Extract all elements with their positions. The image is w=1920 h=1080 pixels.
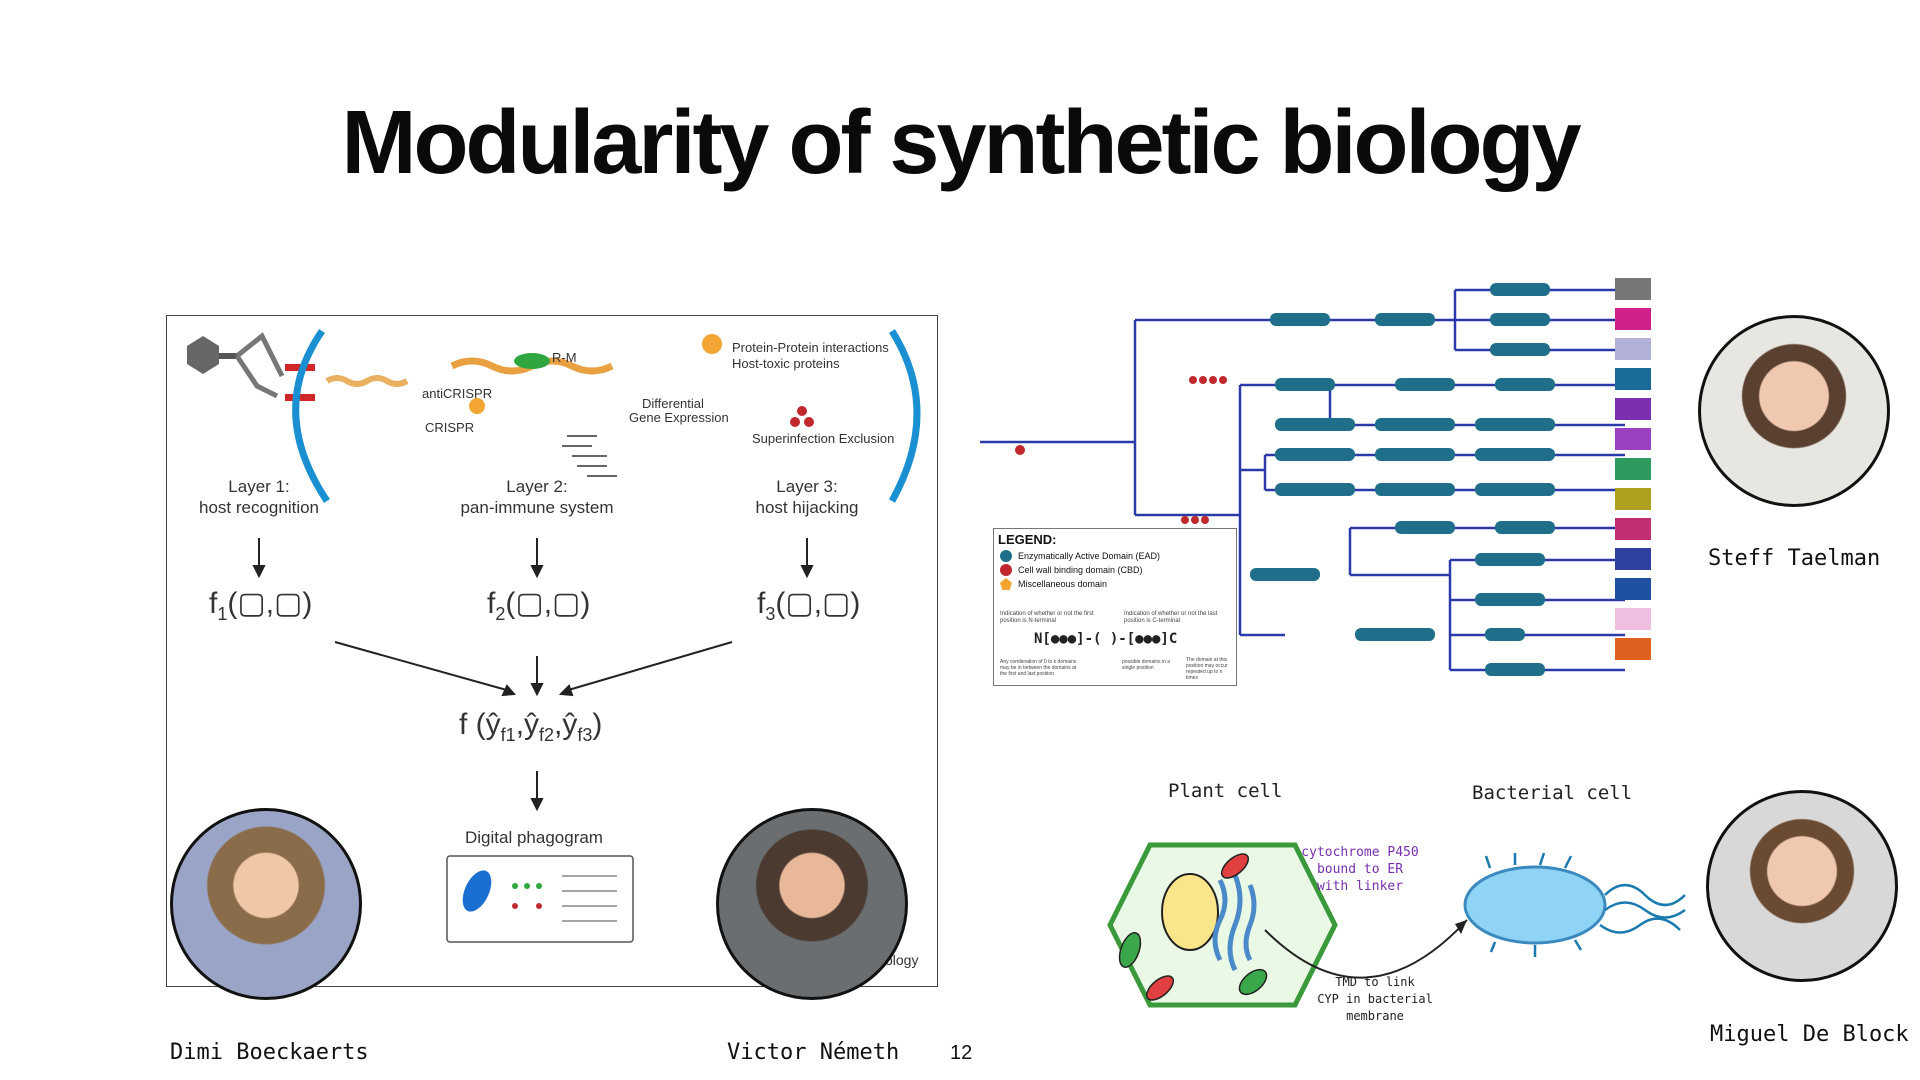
legend-item-ead: Enzymatically Active Domain (EAD) xyxy=(1000,550,1230,562)
anticrispr-label: antiCRISPR xyxy=(422,386,493,401)
name-steff: Steff Taelman xyxy=(1708,546,1881,571)
flagella xyxy=(1484,852,1686,957)
plant-cell-shape xyxy=(1107,842,1338,1008)
crispr-label: CRISPR xyxy=(425,420,475,435)
name-dimi: Dimi Boeckaerts xyxy=(170,1040,369,1065)
misc-icon xyxy=(1000,578,1012,590)
legend-bottom-left: Any combination of 0 to k domains may be… xyxy=(1000,659,1077,677)
diffexp-label-1: Differential xyxy=(642,396,704,411)
plant-cell-label: Plant cell xyxy=(1168,780,1283,802)
page-number: 12 xyxy=(950,1042,973,1064)
diffexp-label-2: Gene Expression xyxy=(629,410,729,425)
rm-label: R-M xyxy=(552,350,577,365)
legend-note-left: Indication of whether or not the first p… xyxy=(1000,611,1094,624)
bacterial-cell-shape xyxy=(1463,865,1607,945)
digital-phagogram-label: Digital phagogram xyxy=(465,828,603,847)
name-victor: Victor Németh xyxy=(727,1040,900,1065)
domain-tree-figure xyxy=(980,278,1651,676)
legend-bottom-mid: possible domains in a single position xyxy=(1122,659,1171,671)
layer1-title: Layer 1:host recognition xyxy=(198,477,320,517)
layer2-title: Layer 2:pan-immune system xyxy=(460,477,614,517)
func-f3: f3(▢,▢) xyxy=(757,587,861,624)
tmd-arrow xyxy=(1264,919,1468,979)
tree-legend: LEGEND: Enzymatically Active Domain (EAD… xyxy=(993,528,1237,686)
legend-item-cbd: Cell wall binding domain (CBD) xyxy=(1000,564,1230,576)
func-f2: f2(▢,▢) xyxy=(487,587,591,624)
legend-item-misc: Miscellaneous domain xyxy=(1000,578,1230,590)
bacterial-cell-label: Bacterial cell xyxy=(1472,782,1633,804)
slide-title: Modularity of synthetic biology xyxy=(341,93,1581,193)
avatar-victor xyxy=(716,808,908,1000)
cell-wall-arc-left xyxy=(292,329,330,503)
cell-wall-arc-right xyxy=(888,329,921,503)
host-toxic-label: Host-toxic proteins xyxy=(732,356,840,371)
cropped-text: ology xyxy=(885,952,919,968)
avatar-miguel xyxy=(1706,790,1898,982)
sie-label: Superinfection Exclusion xyxy=(752,431,895,446)
legend-note-right: Indication of whether or not the last po… xyxy=(1124,611,1218,624)
legend-syntax: N[●●●]-( )-[●●●]C xyxy=(1034,631,1178,647)
er xyxy=(1212,874,1257,972)
legend-bottom-right: The domain at this position may occur re… xyxy=(1186,657,1228,681)
func-f1: f1(▢,▢) xyxy=(209,587,313,624)
name-miguel: Miguel De Block xyxy=(1710,1022,1909,1047)
legend-title: LEGEND: xyxy=(998,532,1057,547)
avatar-steff xyxy=(1698,315,1890,507)
cbd-icon xyxy=(1000,564,1012,576)
layer3-title: Layer 3:host hijacking xyxy=(755,477,859,517)
avatar-dimi xyxy=(170,808,362,1000)
ppi-label: Protein-Protein interactions xyxy=(732,340,889,355)
figure-graphics xyxy=(187,329,921,943)
combined-func: f (ŷf1,ŷf2,ŷf3) xyxy=(459,708,603,745)
ead-icon xyxy=(1000,550,1012,562)
nucleus xyxy=(1161,873,1219,951)
cell-engineering-figure xyxy=(1107,842,1686,1008)
